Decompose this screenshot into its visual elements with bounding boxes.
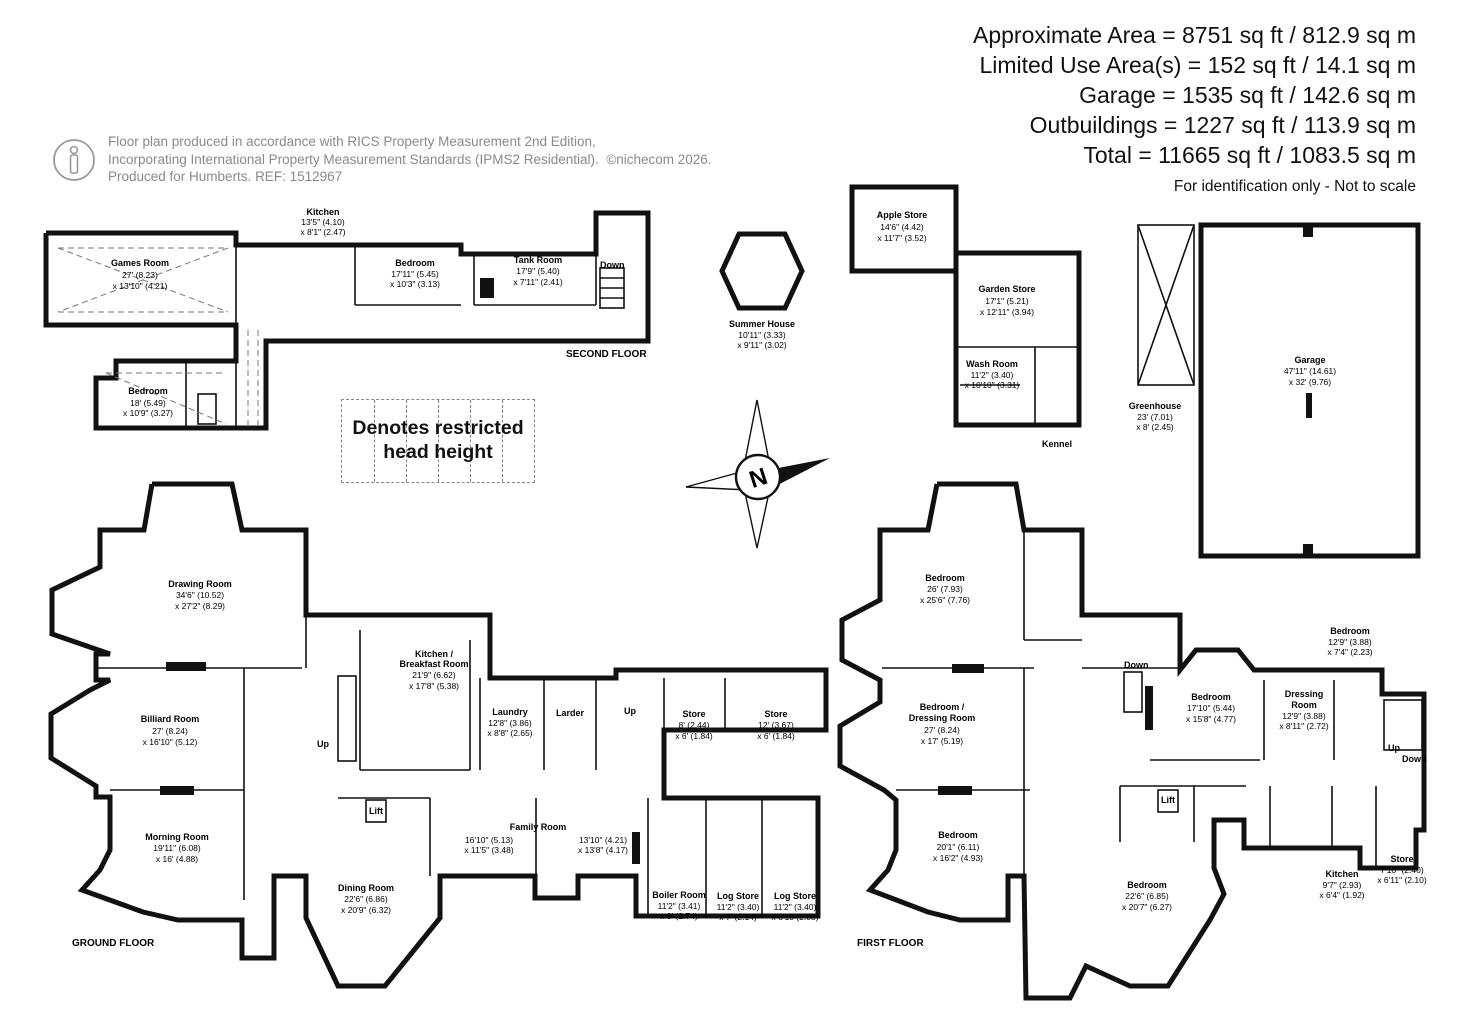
identification-note: For identification only - Not to scale bbox=[1173, 178, 1416, 195]
floor-label-second: SECOND FLOOR bbox=[566, 349, 647, 360]
label-lift-1f: Lift bbox=[1161, 795, 1175, 805]
measurement-note: Floor plan produced in accordance with R… bbox=[108, 133, 712, 186]
first-floor bbox=[837, 481, 1427, 1001]
floor-label-ground: GROUND FLOOR bbox=[72, 938, 155, 949]
note-line-3: Produced for Humberts. REF: 1512967 bbox=[108, 169, 343, 184]
ground-floor bbox=[48, 481, 829, 989]
limited-use-area: Limited Use Area(s) = 152 sq ft / 14.1 s… bbox=[979, 52, 1416, 78]
label-up-ground-a: Up bbox=[317, 739, 329, 749]
label-lift-ground: Lift bbox=[369, 806, 383, 816]
room-larder: Larder bbox=[556, 708, 585, 718]
copyright: ©nichecom 2026. bbox=[606, 151, 712, 167]
label-up-1f: Up bbox=[1388, 743, 1400, 753]
label-down-1f-b: Down bbox=[1402, 754, 1427, 764]
area-summary: Approximate Area = 8751 sq ft / 812.9 sq… bbox=[973, 20, 1416, 170]
outbuildings-area: Outbuildings = 1227 sq ft / 113.9 sq m bbox=[1029, 112, 1416, 138]
label-up-ground-b: Up bbox=[624, 706, 636, 716]
label-down-2f: Down bbox=[600, 260, 625, 270]
person-icon bbox=[53, 139, 95, 181]
label-down-1f-a: Down bbox=[1124, 660, 1149, 670]
total-area: Total = 11665 sq ft / 1083.5 sq m bbox=[1083, 142, 1416, 168]
garage-area: Garage = 1535 sq ft / 142.6 sq m bbox=[1079, 82, 1416, 108]
summer-house bbox=[719, 231, 805, 311]
room-kennel: Kennel bbox=[1042, 439, 1072, 449]
floor-label-first: FIRST FLOOR bbox=[857, 938, 924, 949]
approximate-area: Approximate Area = 8751 sq ft / 812.9 sq… bbox=[972, 22, 1416, 48]
compass-icon: N bbox=[685, 399, 830, 549]
outbuildings bbox=[849, 184, 1421, 559]
second-floor bbox=[43, 210, 651, 431]
note-line-1: Floor plan produced in accordance with R… bbox=[108, 134, 596, 149]
note-line-2: Incorporating International Property Mea… bbox=[108, 151, 712, 167]
